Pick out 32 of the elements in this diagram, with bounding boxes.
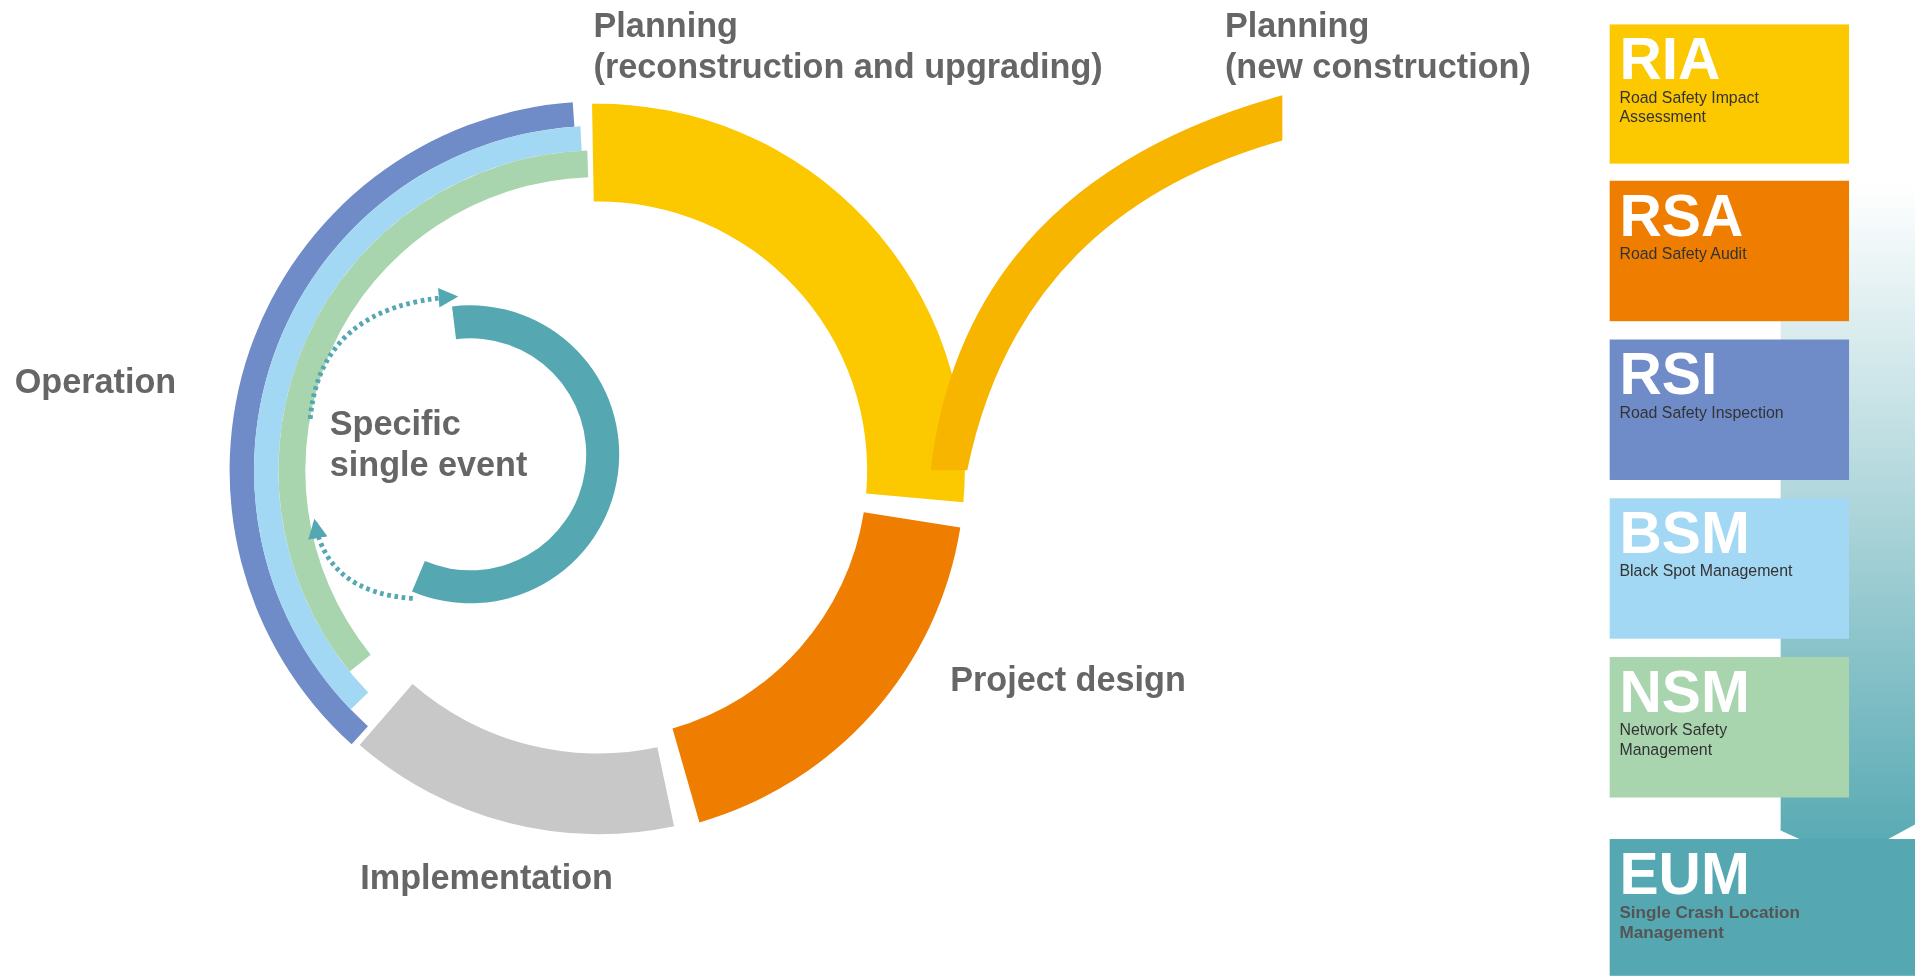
- operation-arc: [230, 102, 575, 745]
- planning-arc: [592, 103, 965, 503]
- phase-label: Specific single event: [329, 403, 528, 486]
- method-card: [1609, 498, 1850, 639]
- description: Single Crash Location Management: [1619, 902, 1801, 942]
- abbreviation: RSA: [1619, 188, 1744, 245]
- abbreviation: RIA: [1619, 31, 1721, 88]
- phase-label: Planning (new construction): [1224, 5, 1531, 88]
- arc-band: [279, 150, 589, 672]
- phase-label: Operation: [14, 361, 177, 403]
- phase-label: Implementation: [360, 857, 613, 899]
- description: Road Safety Audit: [1619, 244, 1747, 264]
- abbreviation: RSI: [1619, 346, 1718, 404]
- method-card: [1609, 657, 1850, 798]
- implementation-arc: [359, 684, 675, 835]
- planning-branch-band: [930, 95, 1283, 471]
- method-card: [1609, 839, 1915, 976]
- method-card: [1609, 339, 1850, 480]
- description: Network Safety Management: [1619, 720, 1729, 760]
- dotted-arrow: [307, 288, 459, 420]
- method-card: [1609, 24, 1850, 164]
- description: Road Safety Impact Assessment: [1619, 87, 1760, 127]
- abbreviation: EUM: [1619, 846, 1750, 903]
- method-card: [1609, 180, 1850, 322]
- description: Road Safety Inspection: [1619, 403, 1784, 423]
- abbreviation: BSM: [1619, 505, 1750, 562]
- description: Black Spot Management: [1619, 561, 1793, 582]
- phase-label: Project design: [950, 659, 1186, 701]
- abbreviation: NSM: [1619, 664, 1751, 721]
- phase-label: Planning (reconstruction and upgrading): [593, 5, 1103, 88]
- arc-band: [254, 126, 582, 710]
- dotted-arrow: [309, 518, 414, 601]
